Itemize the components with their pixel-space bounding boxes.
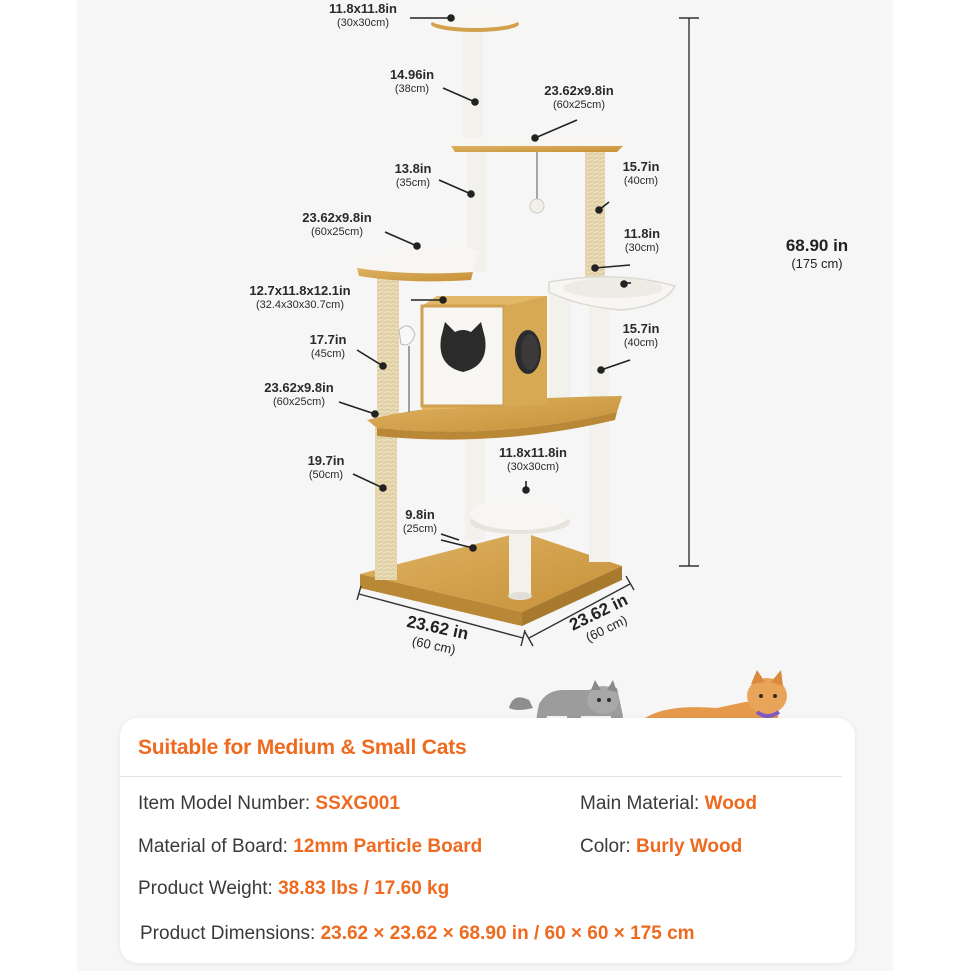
mid-left-platform bbox=[351, 244, 479, 282]
cat-tree-diagram bbox=[338, 12, 787, 720]
width-dimension-line bbox=[356, 585, 526, 647]
spec-value: SSXG001 bbox=[315, 793, 400, 814]
label-low-perch: 11.8x11.8in(30x30cm) bbox=[499, 445, 567, 473]
main-platform bbox=[367, 396, 622, 440]
spec-dimensions: Product Dimensions: 23.62 × 23.62 × 68.9… bbox=[140, 923, 695, 945]
spec-value: Wood bbox=[704, 793, 758, 814]
label-upper-left-post: 13.8in(35cm) bbox=[394, 161, 432, 189]
label-right-lower-post: 15.7in(40cm) bbox=[622, 321, 660, 349]
label-total-height: 68.90 in(175 cm) bbox=[785, 236, 849, 271]
label-hammock: 11.8in(30cm) bbox=[623, 226, 661, 254]
label-upper-platform: 23.62x9.8in(60x25cm) bbox=[544, 83, 614, 111]
base-board bbox=[360, 532, 622, 626]
hammock-left-support bbox=[549, 288, 571, 420]
spec-model-number: Item Model Number: SSXG001 bbox=[138, 793, 400, 815]
bottom-left-sisal-post bbox=[375, 418, 397, 580]
label-top-post: 14.96in(38cm) bbox=[389, 67, 435, 95]
card-title: Suitable for Medium & Small Cats bbox=[138, 736, 467, 759]
spec-value: 23.62 × 23.62 × 68.90 in / 60 × 60 × 175… bbox=[320, 923, 695, 944]
label-top-perch: 11.8x11.8in(30x30cm) bbox=[329, 1, 397, 29]
right-lower-post bbox=[589, 290, 609, 414]
low-perch bbox=[470, 498, 570, 600]
front-right-post bbox=[589, 410, 609, 562]
spec-main-material: Main Material: Wood bbox=[580, 793, 757, 815]
spec-value: Burly Wood bbox=[635, 836, 743, 857]
spec-value: 38.83 lbs / 17.60 kg bbox=[278, 878, 450, 899]
hanging-pompom-toy bbox=[529, 152, 545, 214]
spec-key: Product Weight: bbox=[138, 878, 279, 899]
label-left-mid-post: 17.7in(45cm) bbox=[309, 332, 347, 360]
orange-tabby-cat-illustration bbox=[644, 670, 787, 720]
cat-condo bbox=[420, 296, 547, 410]
top-perch bbox=[431, 12, 519, 32]
spec-value: 12mm Particle Board bbox=[293, 836, 483, 857]
spec-key: Product Dimensions: bbox=[140, 923, 321, 944]
label-main-platform: 23.62x9.8in(60x25cm) bbox=[264, 380, 334, 408]
upper-center-post bbox=[467, 146, 487, 272]
gray-tabby-cat-illustration bbox=[509, 680, 623, 720]
spec-key: Color: bbox=[580, 836, 636, 857]
label-low-post: 9.8in(25cm) bbox=[402, 507, 438, 535]
label-bottom-left-post: 19.7in(50cm) bbox=[307, 453, 345, 481]
card-divider bbox=[120, 776, 842, 777]
spec-key: Material of Board: bbox=[138, 836, 294, 857]
height-dimension-line bbox=[679, 17, 699, 567]
left-mid-sisal-post bbox=[377, 270, 399, 418]
leader-lines bbox=[338, 14, 631, 552]
spec-card: Suitable for Medium & Small Cats Item Mo… bbox=[120, 718, 855, 963]
upper-platform bbox=[449, 136, 625, 152]
right-upper-sisal-post bbox=[585, 146, 605, 286]
spec-key: Main Material: bbox=[580, 793, 705, 814]
spring-feather-toy bbox=[398, 325, 416, 412]
label-right-upper-post: 15.7in(40cm) bbox=[622, 159, 660, 187]
spec-weight: Product Weight: 38.83 lbs / 17.60 kg bbox=[138, 878, 449, 900]
top-post bbox=[463, 22, 483, 140]
label-mid-left-platform: 23.62x9.8in(60x25cm) bbox=[302, 210, 372, 238]
depth-dimension-line bbox=[524, 575, 635, 647]
label-condo: 12.7x11.8x12.1in(32.4x30x30.7cm) bbox=[249, 283, 351, 311]
spec-key: Item Model Number: bbox=[138, 793, 316, 814]
hammock bbox=[548, 276, 677, 311]
spec-board-material: Material of Board: 12mm Particle Board bbox=[138, 836, 482, 858]
spec-color: Color: Burly Wood bbox=[580, 836, 742, 858]
